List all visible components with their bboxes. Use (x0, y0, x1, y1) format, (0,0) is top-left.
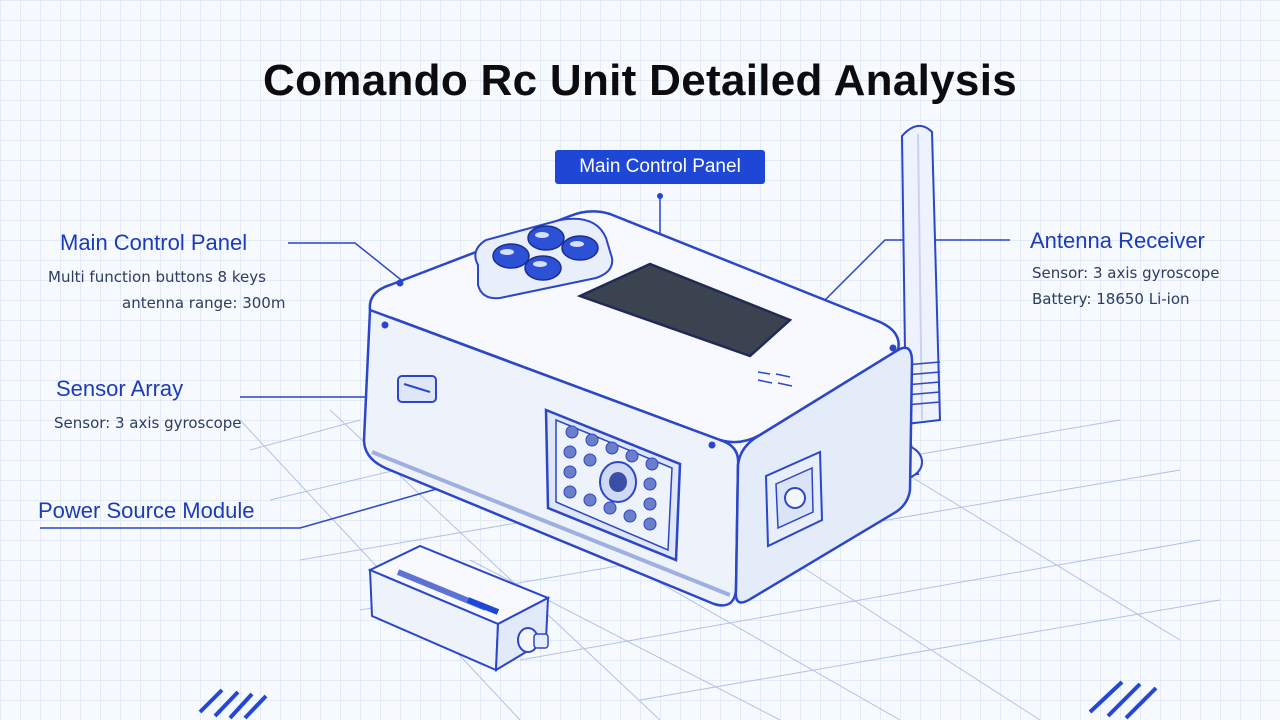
callout-antenna-line-1: Sensor: 3 axis gyroscope (1032, 264, 1220, 282)
badge-anchor-dot (657, 193, 663, 199)
page-title: Comando Rc Unit Detailed Analysis (263, 56, 1017, 105)
decorative-strokes (198, 680, 1158, 720)
callout-antenna-label: Antenna Receiver (1030, 228, 1205, 253)
keypad (474, 217, 614, 300)
power-module (367, 544, 551, 672)
sensor-grille (544, 408, 682, 562)
callout-antenna-line-2: Battery: 18650 Li-ion (1032, 290, 1190, 308)
display-screen (576, 262, 793, 358)
callout-sensor-line-1: Sensor: 3 axis gyroscope (54, 414, 242, 432)
callout-power-label: Power Source Module (38, 498, 255, 523)
callout-sensor-label: Sensor Array (56, 376, 184, 401)
callout-main-control-label: Main Control Panel (60, 230, 248, 255)
callout-main-control-line-2: antenna range: 300m (122, 294, 286, 312)
side-port (764, 450, 824, 548)
main-control-panel-badge: Main Control Panel (555, 150, 765, 184)
callout-main-control-line-1: Multi function buttons 8 keys (48, 268, 266, 286)
